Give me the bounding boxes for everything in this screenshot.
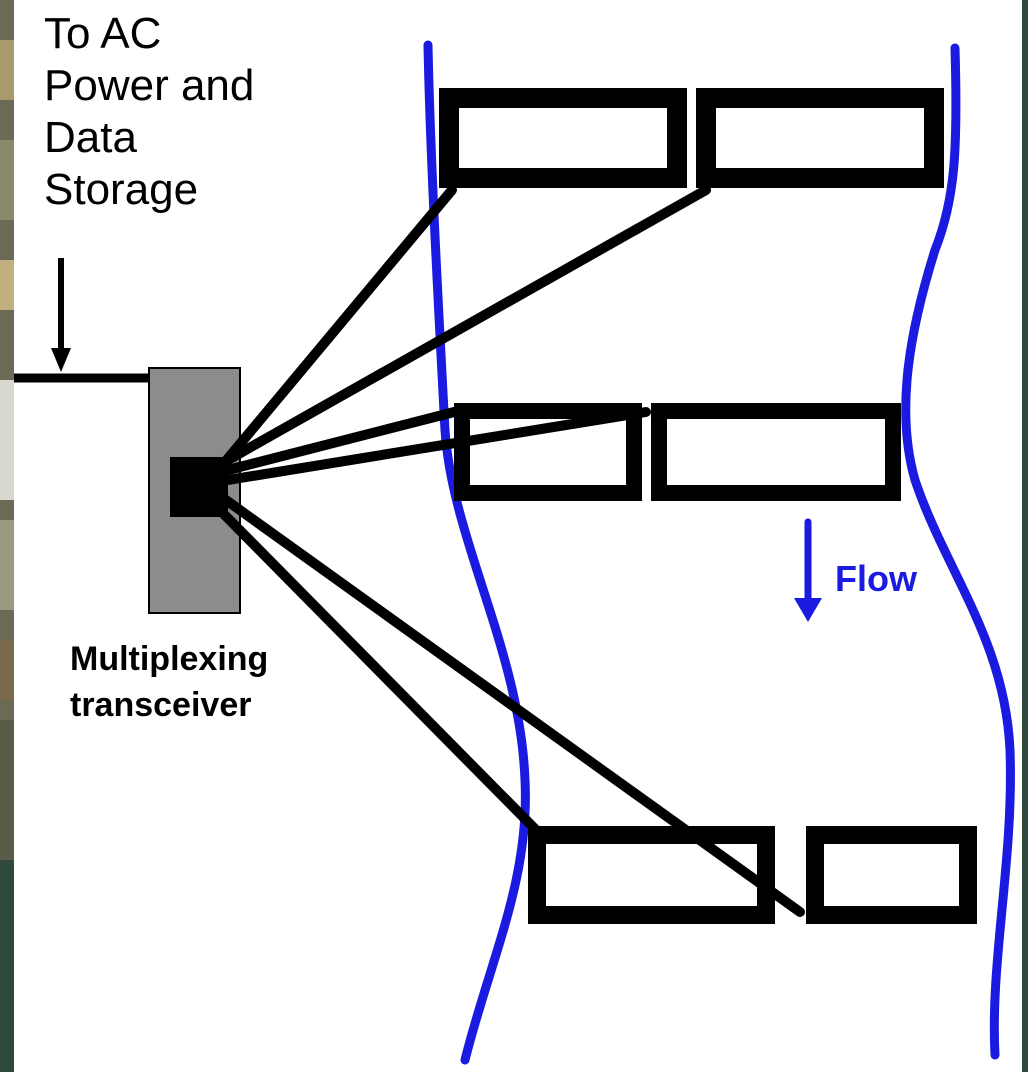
power-label-line: Storage	[44, 165, 199, 214]
flow-label: Flow	[835, 558, 917, 599]
sensor-box-bottom-right	[806, 826, 977, 924]
sensor-box-middle-left	[454, 403, 642, 501]
sensor-cables	[195, 185, 805, 917]
right-frame-border	[1022, 0, 1028, 1072]
cable-bottom-left	[195, 485, 541, 835]
cable-middle-right	[223, 407, 651, 485]
flow-arrow-head	[794, 598, 822, 622]
transceiver-label-line: Multiplexing	[70, 640, 269, 678]
sensor-box-middle-right	[651, 403, 901, 501]
right-channel-bank	[901, 43, 1015, 1060]
cable-bottom-right	[200, 480, 805, 917]
left-channel-bank	[423, 40, 530, 1065]
sensor-box-top-right	[696, 88, 944, 188]
sensor-box-top-left	[439, 88, 687, 188]
power-arrow-head	[51, 348, 71, 372]
power-label-line: Data	[44, 113, 137, 162]
sensor-box-bottom-left	[528, 826, 775, 924]
transceiver-label: Multiplexing transceiver	[70, 636, 268, 728]
transceiver-label-line: transceiver	[70, 686, 252, 724]
photo-strip-texture	[0, 0, 14, 860]
power-label-line: Power and	[44, 61, 255, 110]
power-storage-label: To AC Power and Data Storage	[44, 8, 254, 216]
cable-middle-left	[223, 405, 467, 475]
cable-top-right	[223, 185, 711, 465]
cable-top-left	[220, 185, 457, 467]
power-label-line: To AC	[44, 9, 162, 58]
photo-strip	[0, 0, 14, 860]
